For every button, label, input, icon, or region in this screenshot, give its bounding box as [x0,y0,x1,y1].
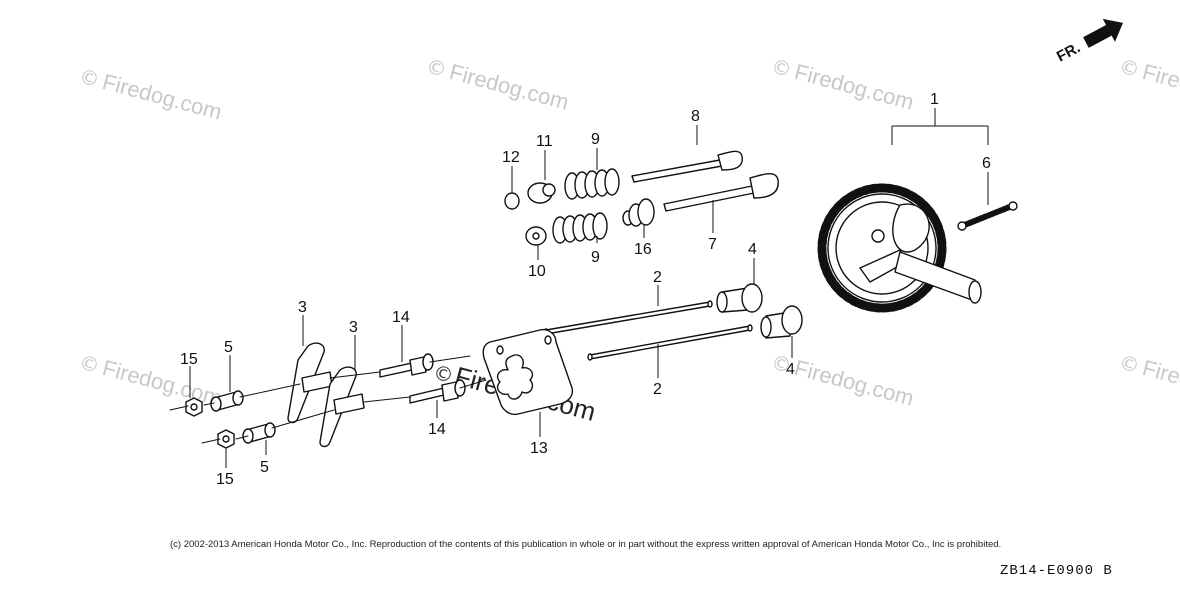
tappet-upper [716,283,763,313]
copyright-notice: (c) 2002-2013 American Honda Motor Co., … [170,539,1002,550]
callout-8: 8 [691,108,700,125]
watermark-text: Firedog.com [1140,355,1180,411]
callout-14-lower: 14 [428,421,446,438]
callout-14-upper: 14 [392,309,410,326]
rocker-nut-upper [185,397,203,417]
diagram-id: ZB14-E0900 B [1000,563,1113,579]
watermark-layer: © Firedog.com © Firedog.com © Firedog.co… [77,54,1180,427]
watermark-text: Firedog.com [792,355,917,411]
callout-5-lower: 5 [260,459,269,476]
valve-cap [504,192,520,210]
valve-retainer-upper [527,182,556,204]
front-direction-indicator: FR. [1054,18,1123,66]
watermark-text: Firedog.com [447,59,572,115]
cam-lobe [892,203,930,253]
valve-spring-upper [564,168,620,200]
valve-exhaust [631,150,743,183]
valve-retainer-lower [525,226,547,246]
callout-3-lower: 3 [349,319,358,336]
camshaft-end [968,280,982,304]
watermark-symbol: © [769,54,795,82]
watermark-text: Firedog.com [792,59,917,115]
callout-6: 6 [982,155,991,172]
cam-gear [817,183,947,313]
callout-5-upper: 5 [224,339,233,356]
watermark-symbol: © [424,54,450,82]
valve-stem-seal [622,198,655,227]
callout-7: 7 [708,236,717,253]
rocker-pivot-lower [242,422,276,444]
push-rod-lower [587,324,753,361]
callout-15-upper: 15 [180,351,198,368]
watermark-symbol: © [77,64,103,92]
callout-9-lower: 9 [591,249,600,266]
callout-4-lower: 4 [786,361,795,378]
decompressor-spring [957,201,1018,231]
callout-labels: 1 6 8 7 9 9 11 12 10 16 4 4 2 2 3 3 14 1… [180,91,991,488]
watermark-text: Firedog.com [100,69,225,125]
valve-spring-lower [552,212,608,244]
push-rod-upper [543,300,713,336]
assembly-axis-lines [169,355,487,444]
callout-9-upper: 9 [591,131,600,148]
callout-15-lower: 15 [216,471,234,488]
callout-4-upper: 4 [748,241,757,258]
valve-intake [663,173,779,212]
watermark-text: Firedog.com [1140,59,1180,115]
push-rod-guide-plate [482,328,574,416]
callout-16: 16 [634,241,652,258]
camshaft-assembly [817,183,982,313]
callout-3-upper: 3 [298,299,307,316]
callout-10: 10 [528,263,546,280]
rocker-arm-lower [319,366,365,448]
watermark-text: Firedog.com [100,355,225,411]
callout-2-upper: 2 [653,269,662,286]
callout-2-lower: 2 [653,381,662,398]
watermark-symbol: © [77,350,103,378]
direction-arrow-icon [1083,18,1123,48]
callout-1: 1 [930,91,939,108]
cam-pin [871,229,885,243]
rocker-nut-lower [217,429,235,449]
tappet-lower [760,305,803,339]
callout-11: 11 [536,133,553,150]
callout-12: 12 [502,149,520,166]
rocker-pivot-bolt-upper [379,353,434,378]
watermark-symbol: © [1117,350,1143,378]
leader-lines [189,108,989,468]
callout-13: 13 [530,440,548,457]
watermark-symbol: © [1117,54,1143,82]
rocker-pivot-upper [210,390,244,412]
front-label: FR. [1054,39,1083,65]
